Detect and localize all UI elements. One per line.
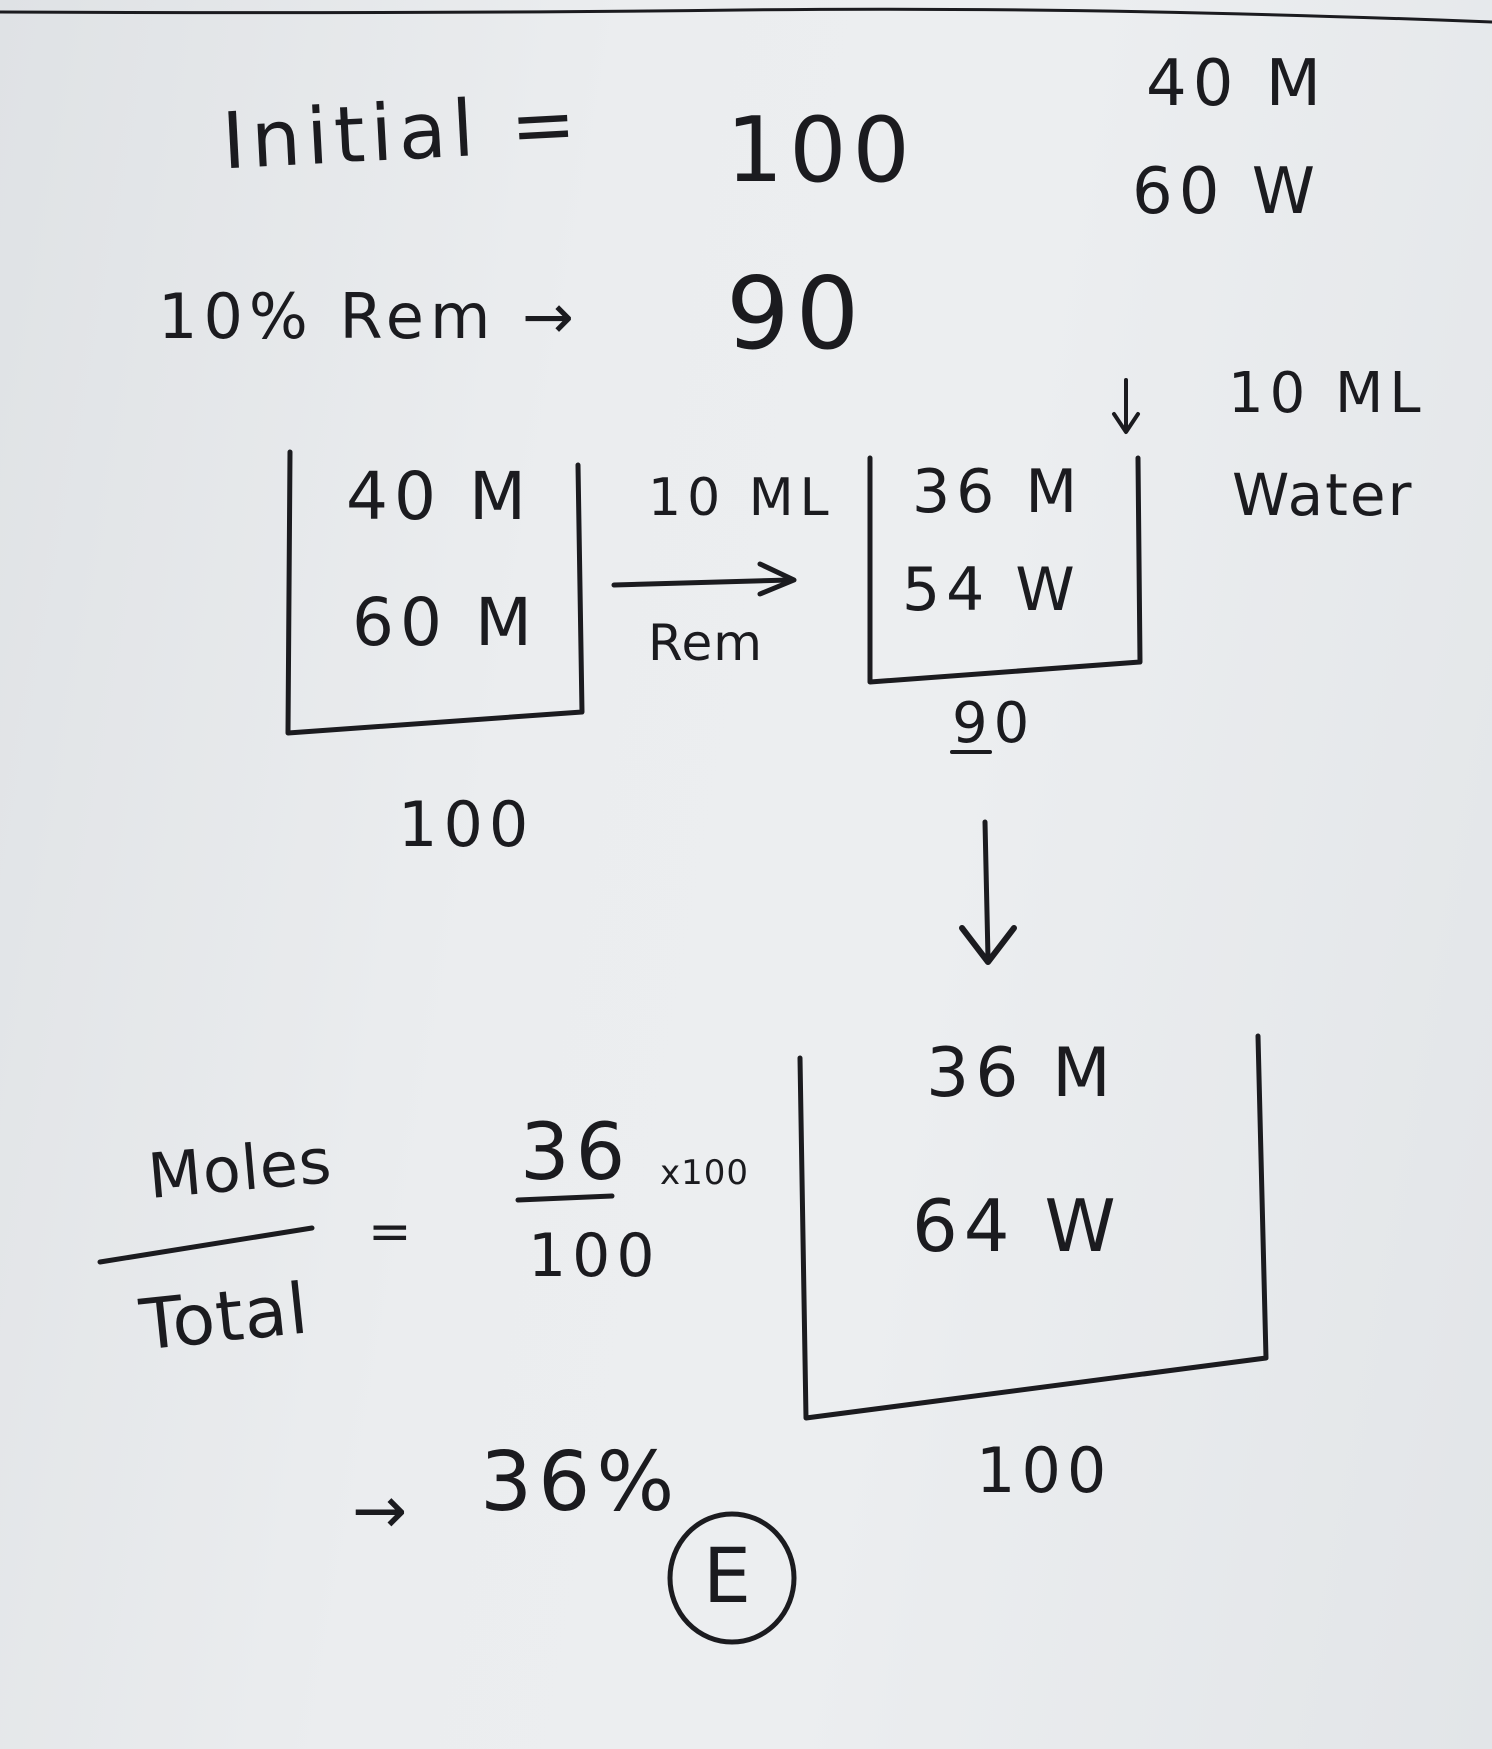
formula-denominator-label: Total	[136, 1267, 313, 1367]
beaker-2-total: 90	[952, 691, 1036, 756]
formula-multiplier: x100	[660, 1153, 750, 1193]
beaker-2-line-2: 54 W	[902, 555, 1081, 625]
added-amount: 10 ML	[1228, 361, 1427, 426]
beaker-1-outline	[285, 449, 585, 736]
beaker-2-line-1: 36 M	[912, 457, 1084, 527]
top-rule-line	[0, 7, 1492, 24]
answer-circle	[667, 1511, 797, 1645]
initial-label: Initial =	[219, 78, 585, 188]
formula-numerator-label: Moles	[145, 1124, 335, 1213]
answer-choice: E	[703, 1531, 752, 1620]
result-arrow: →	[352, 1472, 408, 1549]
beaker-1-total: 100	[398, 788, 535, 861]
removed-value: 90	[726, 255, 866, 372]
mix-methanol: 40 M	[1146, 47, 1327, 121]
beaker-3-total: 100	[976, 1434, 1113, 1507]
beaker-2-outline	[867, 455, 1143, 685]
transfer-arrow-line	[611, 577, 793, 588]
result-value: 36%	[480, 1435, 681, 1530]
transfer-bottom-label: Rem	[648, 614, 763, 672]
removed-label: 10% Rem →	[158, 280, 581, 353]
beaker-3-outline	[797, 1033, 1269, 1421]
beaker-3-line-1: 36 M	[926, 1034, 1117, 1113]
formula-value-bar	[515, 1193, 615, 1203]
down-arrow-line	[982, 819, 991, 961]
beaker-3-line-2: 64 W	[912, 1184, 1122, 1268]
beaker-1-line-1: 40 M	[346, 458, 532, 535]
water-arrow-head	[1112, 412, 1140, 434]
beaker-1-line-2: 60 M	[352, 584, 538, 661]
transfer-top-label: 10 ML	[648, 468, 835, 528]
formula-fraction-bar	[97, 1225, 315, 1265]
mix-water: 60 W	[1132, 155, 1322, 229]
down-arrow-head	[959, 925, 1017, 965]
formula-numerator-value: 36	[520, 1108, 632, 1198]
formula-denominator-value: 100	[528, 1221, 661, 1291]
transfer-arrow-head	[757, 561, 797, 597]
added-substance: Water	[1232, 461, 1414, 529]
formula-equals: =	[368, 1202, 418, 1262]
initial-value: 100	[726, 98, 916, 203]
